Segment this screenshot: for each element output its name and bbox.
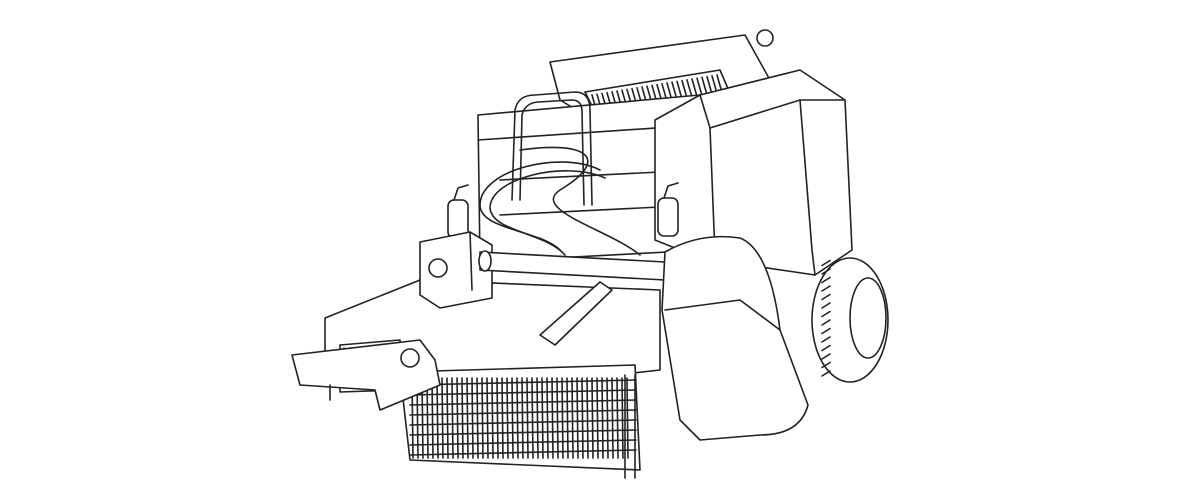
hydraulic-cylinder bbox=[539, 281, 613, 346]
tread-lug bbox=[821, 259, 831, 267]
pickup-tine bbox=[461, 377, 464, 459]
handle-frame bbox=[511, 91, 593, 206]
pickup-tine bbox=[541, 377, 544, 459]
pickup-tine bbox=[551, 377, 554, 459]
pickup-tine bbox=[491, 377, 494, 459]
pickup-tine bbox=[456, 377, 459, 459]
pickup-tine bbox=[556, 377, 559, 459]
tread-lug bbox=[821, 276, 831, 284]
pickup-tine bbox=[546, 377, 549, 459]
pickup-tine bbox=[621, 377, 624, 459]
wheel bbox=[811, 257, 889, 383]
pickup-tine bbox=[501, 377, 504, 459]
fire-extinguishers bbox=[447, 182, 679, 239]
tow-bar bbox=[291, 339, 441, 411]
tread-lug bbox=[821, 336, 831, 343]
pickup-tine bbox=[566, 377, 569, 459]
pickup-tine bbox=[471, 377, 474, 459]
pickup-tine bbox=[616, 377, 619, 459]
pickup-tine bbox=[561, 377, 564, 459]
pickup-tine bbox=[596, 377, 599, 459]
pickup-tine bbox=[506, 377, 509, 459]
pickup-tine bbox=[481, 377, 484, 459]
pickup-tine bbox=[496, 377, 499, 459]
pickup-tine bbox=[476, 377, 479, 459]
pickup-tine bbox=[486, 377, 489, 459]
pickup-tine bbox=[451, 377, 454, 459]
pickup-tine bbox=[431, 377, 434, 459]
tread-lug bbox=[821, 353, 831, 360]
pickup-bar bbox=[409, 449, 637, 456]
pickup-bar bbox=[409, 379, 637, 386]
tread-lug bbox=[821, 344, 831, 352]
pickup-bar bbox=[409, 389, 637, 396]
pickup-tine bbox=[521, 377, 524, 459]
pickup-tine bbox=[531, 377, 534, 459]
tread-lug bbox=[821, 302, 831, 309]
tread-lug bbox=[821, 285, 831, 292]
pickup-tine bbox=[526, 377, 529, 459]
pickup-tine bbox=[581, 377, 584, 459]
pickup-tine bbox=[586, 377, 589, 459]
pickup-tine bbox=[591, 377, 594, 459]
pickup-bar bbox=[409, 409, 637, 416]
pickup-tine bbox=[611, 377, 614, 459]
pickup-tine bbox=[511, 377, 514, 459]
pickup-tine bbox=[436, 377, 439, 459]
pickup-bar bbox=[409, 399, 637, 406]
pickup-tine bbox=[516, 377, 519, 459]
tread-lug bbox=[821, 268, 831, 275]
pickup-bar bbox=[409, 419, 637, 426]
drive-guard bbox=[661, 235, 809, 441]
pickup-tine bbox=[446, 377, 449, 459]
pickup-bar bbox=[409, 439, 637, 446]
tread-lug bbox=[821, 310, 831, 318]
pickup-tine bbox=[536, 377, 539, 459]
hydraulic-hoses bbox=[479, 146, 641, 256]
tread-lug bbox=[821, 370, 831, 377]
tread-lug bbox=[821, 293, 831, 301]
pickup-tine bbox=[571, 377, 574, 459]
side-housing bbox=[654, 69, 853, 276]
tread-lug bbox=[821, 361, 831, 369]
pickup-tine bbox=[626, 377, 629, 459]
pickup-tine bbox=[576, 377, 579, 459]
gearbox bbox=[419, 231, 493, 309]
tread-lug bbox=[821, 319, 831, 326]
tread-lug bbox=[821, 327, 831, 335]
pickup-tine bbox=[441, 377, 444, 459]
pickup-bar bbox=[409, 429, 637, 436]
pickup-tine bbox=[466, 377, 469, 459]
